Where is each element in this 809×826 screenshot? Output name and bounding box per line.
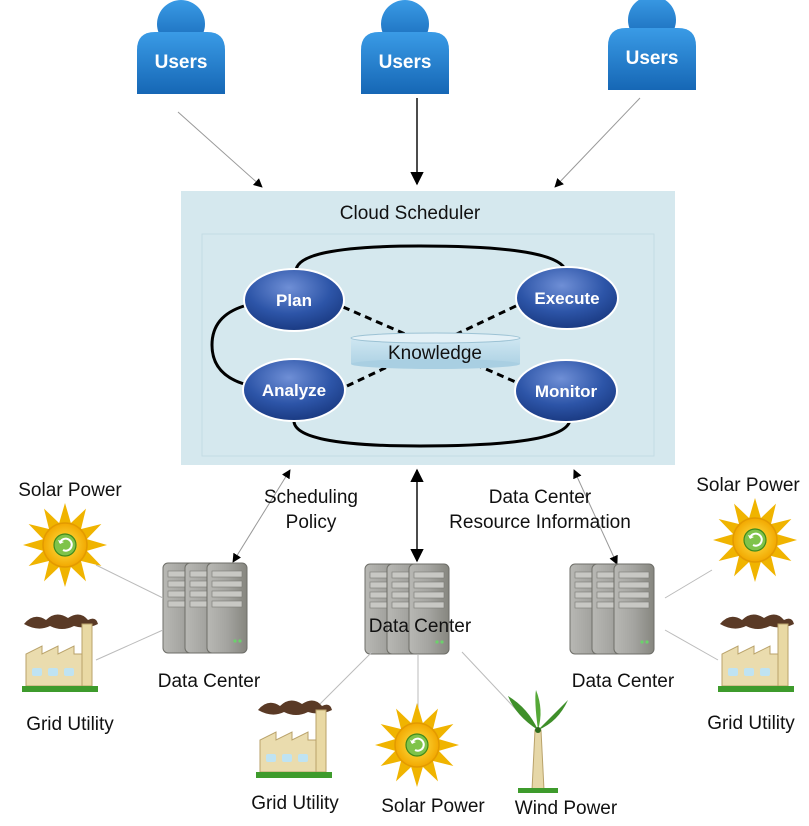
cloud-scheduler-inner-frame	[201, 233, 655, 457]
plan-label: Plan	[276, 291, 312, 310]
link-bottom-wind	[461, 651, 525, 719]
users-icon-center: Users	[361, 0, 449, 94]
plan-node: Plan	[243, 268, 345, 332]
link-left-grid	[95, 629, 164, 661]
cloud-scheduler-title: Cloud Scheduler	[340, 203, 481, 224]
bottom-grid-label: Grid Utility	[251, 793, 339, 814]
analyze-label: Analyze	[262, 381, 326, 400]
wind-turbine-icon	[507, 689, 569, 794]
right-sun-icon	[712, 497, 798, 583]
link-right-grid	[664, 629, 719, 661]
users-icon-left: Users	[137, 0, 225, 94]
bottom-factory-icon	[255, 699, 333, 779]
resource-information-label-line2: Resource Information	[449, 512, 631, 533]
right-grid-label: Grid Utility	[707, 713, 795, 734]
datacenter-right-label: Data Center	[572, 671, 675, 692]
loop-arc-bottom	[292, 417, 572, 448]
analyze-node: Analyze	[242, 358, 346, 422]
right-factory-icon	[717, 613, 795, 693]
cloud-scheduler-box	[181, 191, 675, 465]
knowledge-label: Knowledge	[388, 343, 482, 364]
right-solar-label: Solar Power	[696, 475, 800, 496]
monitor-node: Monitor	[514, 359, 618, 423]
left-factory-icon	[21, 613, 99, 693]
knowledge-store: Knowledge	[350, 332, 521, 369]
datacenter-right-servers	[570, 564, 654, 654]
link-right-solar	[664, 569, 713, 599]
resource-information-label-line1: Data Center	[489, 487, 592, 508]
left-grid-label: Grid Utility	[26, 714, 114, 735]
bottom-sun-icon	[374, 702, 460, 788]
bottom-wind-label: Wind Power	[515, 798, 618, 819]
monitor-label: Monitor	[535, 382, 598, 401]
loop-arc-left	[210, 304, 245, 386]
loop-arc-top	[294, 244, 568, 276]
datacenter-center-servers	[365, 564, 449, 654]
execute-label: Execute	[534, 289, 599, 308]
arrow-resource-information	[573, 469, 618, 565]
users-label-left: Users	[155, 52, 208, 73]
left-sun-icon	[22, 502, 109, 588]
datacenter-left-label: Data Center	[158, 671, 261, 692]
bottom-solar-label: Solar Power	[381, 796, 485, 817]
datacenter-center-label: Data Center	[369, 616, 472, 637]
left-solar-label: Solar Power	[18, 480, 122, 501]
arrow-users-left-to-scheduler	[177, 111, 263, 188]
users-label-right: Users	[626, 48, 679, 69]
users-label-center: Users	[379, 52, 432, 73]
arrow-users-right-to-scheduler	[554, 97, 641, 188]
link-left-solar	[95, 564, 164, 599]
dashed-plan-monitor	[342, 305, 519, 385]
users-icon-right: Users	[608, 0, 696, 90]
link-bottom-grid	[317, 651, 373, 707]
datacenter-left-servers	[163, 563, 247, 653]
execute-node: Execute	[515, 266, 619, 330]
scheduling-policy-label-line2: Policy	[286, 512, 337, 533]
scheduling-policy-label-line1: Scheduling	[264, 487, 358, 508]
dashed-analyze-execute	[346, 303, 519, 388]
arrow-scheduling-policy	[232, 469, 291, 563]
